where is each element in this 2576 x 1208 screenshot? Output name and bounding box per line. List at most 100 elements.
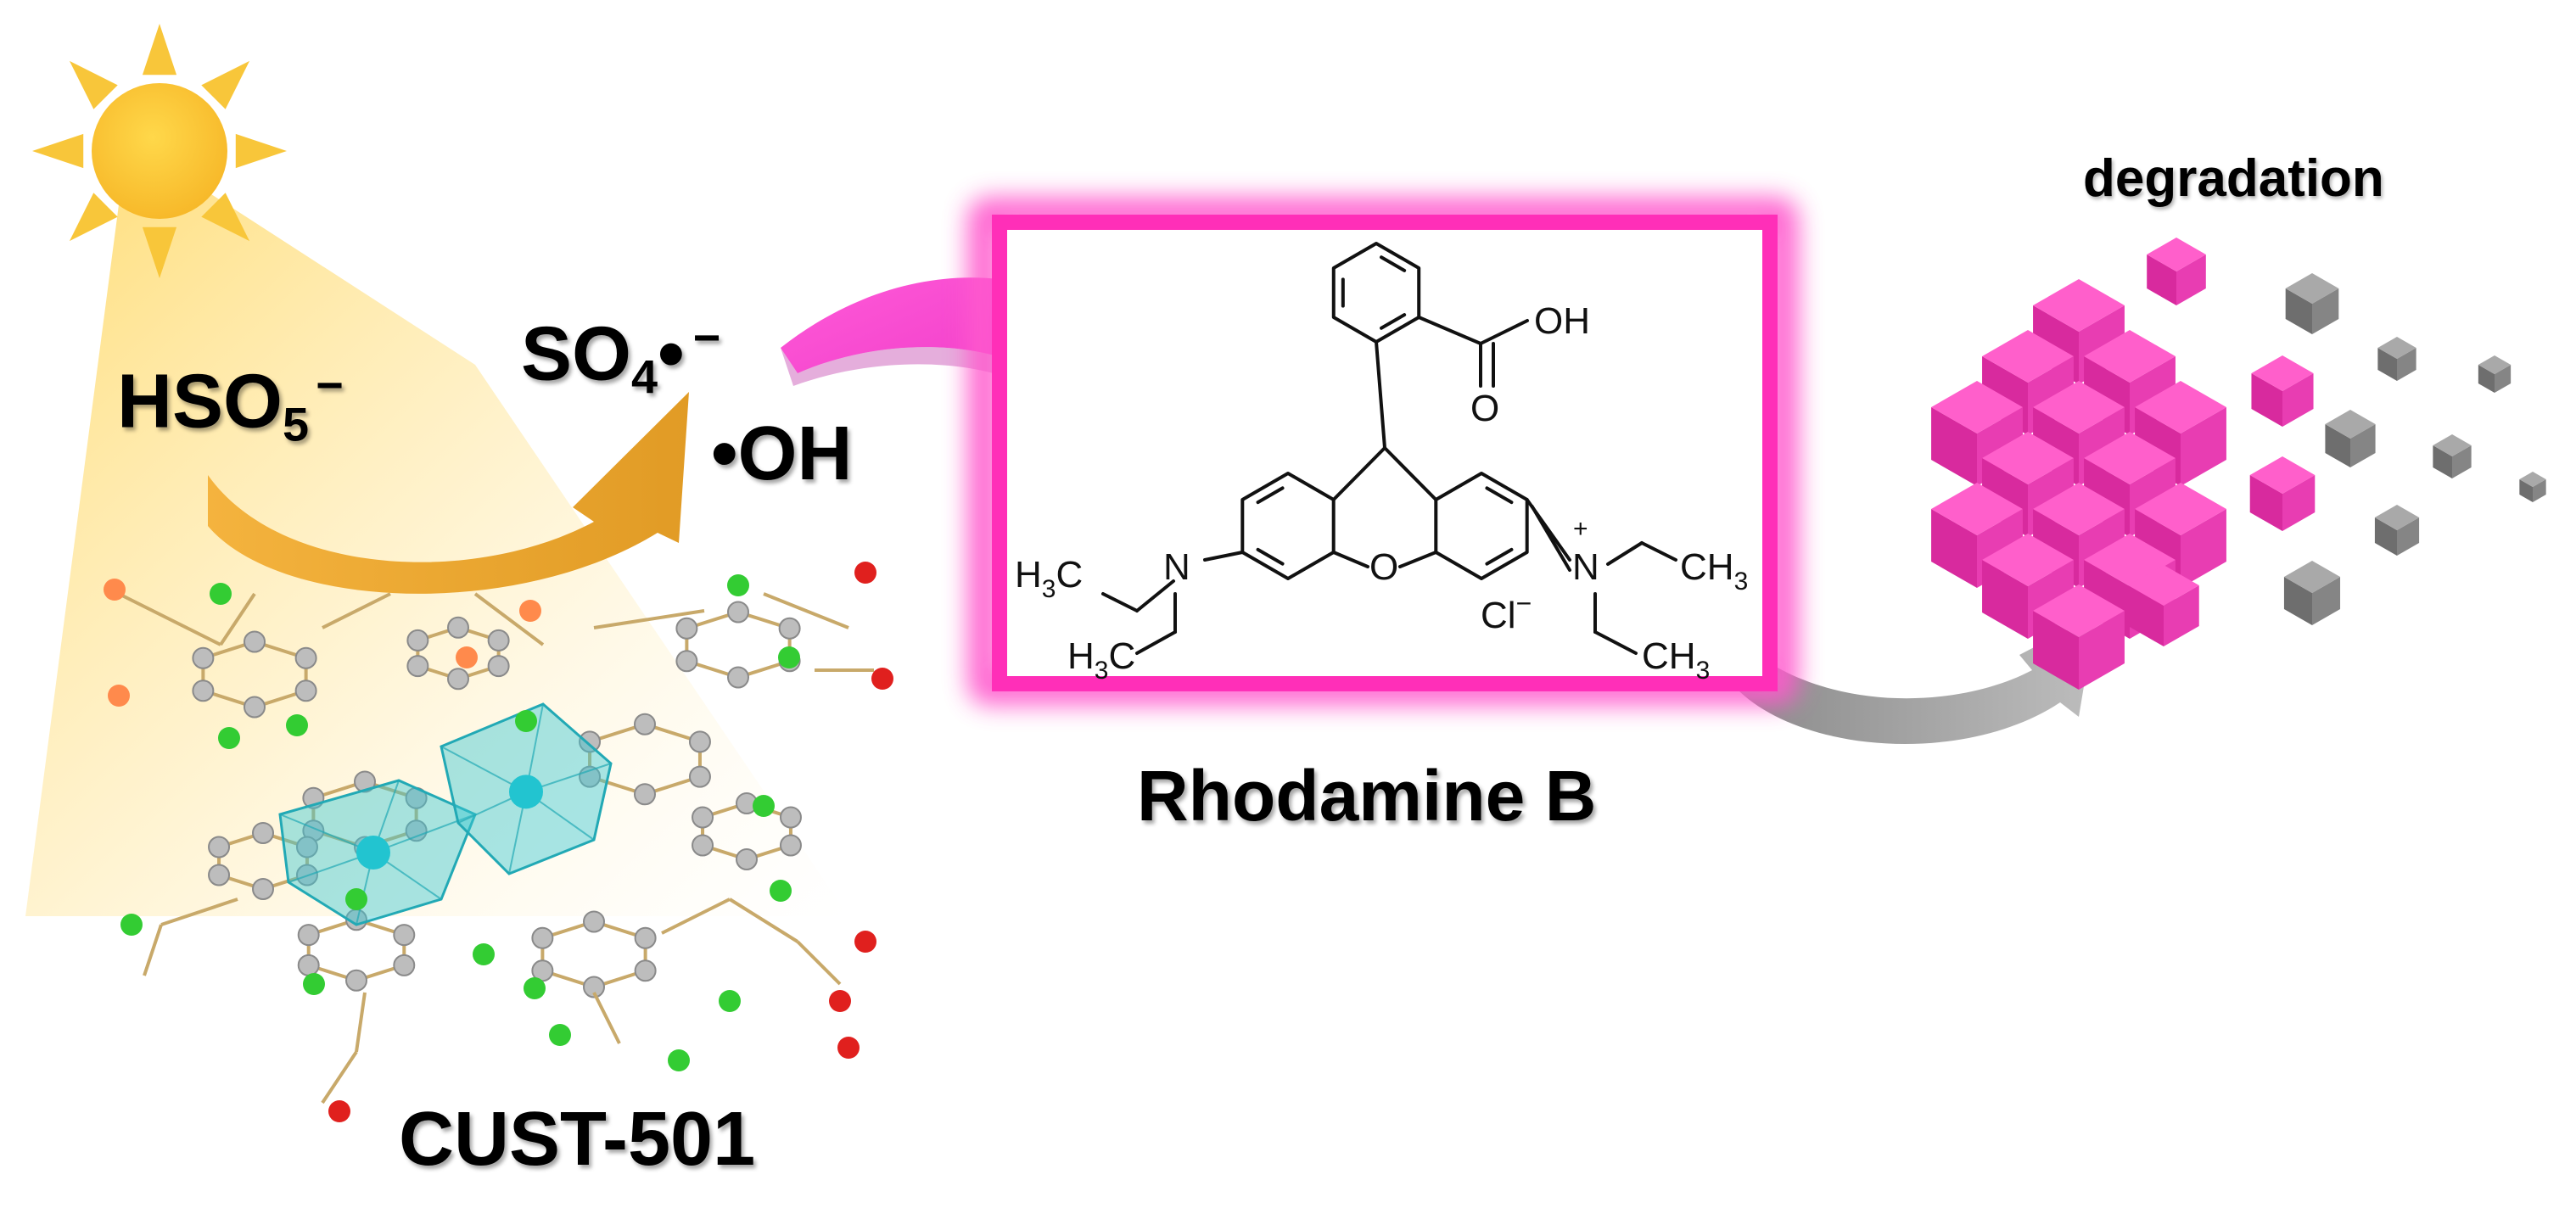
- sun-ray: [142, 24, 177, 76]
- carbon-atom: [579, 730, 602, 753]
- cube-icon: [2433, 434, 2472, 478]
- carbon-atom: [487, 629, 510, 652]
- carbon-atom: [778, 617, 801, 640]
- sun-icon: [32, 24, 287, 278]
- cube-icon: [2478, 355, 2512, 393]
- sun-ray: [201, 60, 250, 109]
- carbon-atom: [354, 770, 376, 793]
- carbon-atom: [634, 926, 657, 949]
- halogen-atom: [524, 977, 546, 999]
- carbon-atom: [208, 836, 231, 858]
- carbon-atom: [345, 969, 367, 992]
- carbon-atom: [583, 910, 605, 933]
- metal-center: [356, 836, 390, 870]
- carbon-atom: [675, 650, 698, 673]
- halogen-atom: [549, 1024, 571, 1046]
- carbon-atom: [393, 924, 416, 947]
- atom-label-iminium-n: N: [1572, 546, 1599, 588]
- carbon-atom: [252, 822, 274, 844]
- hydroxyl-radical-label: •OH: [711, 411, 853, 496]
- oxygen-atom: [328, 1100, 350, 1122]
- halogen-atom: [770, 880, 792, 902]
- atom-label-carbonyl-o: O: [1470, 388, 1499, 429]
- carbon-atom: [688, 730, 711, 753]
- carbon-atom: [692, 834, 714, 857]
- cube-icon: [2135, 483, 2226, 588]
- mof-structure-icon: [104, 562, 893, 1122]
- carbon-atom: [447, 668, 469, 691]
- halogen-atom: [210, 583, 232, 605]
- carbon-atom: [294, 680, 317, 702]
- halogen-atom: [345, 888, 367, 910]
- carbon-atom: [252, 878, 274, 900]
- sun-disc: [92, 83, 227, 219]
- cube-icon: [2251, 355, 2314, 427]
- catalyst-label: CUST-501: [399, 1097, 756, 1182]
- degradation-cubes: [1931, 238, 2546, 690]
- carbon-atom: [297, 954, 320, 976]
- carbon-atom: [192, 680, 215, 702]
- gold-arrow-icon: [208, 392, 689, 594]
- carbon-atom: [405, 819, 428, 842]
- carbon-atom: [688, 765, 711, 788]
- atom-label-ch3-a: H3C: [1015, 554, 1083, 603]
- gray-arrow-icon: [1731, 615, 2096, 744]
- cube-icon: [2033, 584, 2125, 690]
- halogen-atom: [668, 1049, 690, 1071]
- oxygen-atom: [108, 685, 130, 707]
- sun-ray: [142, 226, 177, 278]
- cube-icon: [1982, 330, 2074, 435]
- degradation-label: degradation: [2083, 149, 2384, 208]
- oxygen-atom: [456, 646, 478, 668]
- oxygen-atom: [871, 668, 893, 690]
- carbon-atom: [634, 959, 657, 982]
- cube-icon: [2519, 472, 2546, 502]
- halogen-atom: [286, 714, 308, 736]
- oxygen-atom: [854, 931, 876, 953]
- cube-icon: [2325, 410, 2376, 467]
- sulfate-radical-label: SO4•−: [521, 310, 721, 404]
- carbon-atom: [583, 976, 605, 998]
- carbon-atom: [727, 601, 749, 624]
- carbon-atom: [634, 713, 656, 735]
- atom-label-amine-n: N: [1163, 546, 1190, 588]
- oxygen-atom: [837, 1037, 860, 1059]
- cube-icon: [2377, 337, 2416, 381]
- atom-label-ring-o: O: [1369, 546, 1398, 588]
- cube-icon: [2249, 456, 2316, 531]
- carbon-atom: [692, 806, 714, 829]
- sun-ray: [201, 193, 250, 242]
- oxygen-atom: [519, 600, 541, 622]
- oxygen-atom: [829, 990, 851, 1012]
- halogen-atom: [473, 943, 495, 965]
- carbon-atom: [634, 783, 656, 806]
- sun-ray: [69, 60, 118, 109]
- carbon-atom: [727, 666, 749, 689]
- atom-label-ch3-d: CH3: [1642, 635, 1710, 685]
- atom-label-counterion: Cl−: [1481, 588, 1532, 636]
- carbon-atom: [244, 630, 266, 653]
- carbon-atom: [295, 836, 318, 858]
- halogen-atom: [753, 795, 775, 817]
- oxygen-atom: [104, 579, 126, 601]
- halogen-atom: [515, 710, 537, 732]
- carbon-atom: [531, 926, 554, 949]
- cube-icon: [2147, 238, 2206, 305]
- carbon-atom: [447, 616, 469, 639]
- oxygen-atom: [854, 562, 876, 584]
- carbon-atom: [675, 617, 698, 640]
- rhodamine-b-label: Rhodamine B: [1137, 756, 1597, 836]
- atom-label-ch3-c: CH3: [1680, 546, 1748, 596]
- atom-label-plus: +: [1573, 515, 1588, 543]
- sun-ray: [32, 133, 84, 169]
- halogen-atom: [218, 727, 240, 749]
- carbon-atom: [297, 924, 320, 947]
- carbon-atom: [779, 806, 802, 829]
- halogen-atom: [303, 973, 325, 995]
- carbon-atom: [736, 848, 758, 870]
- metal-center: [509, 775, 543, 809]
- carbon-atom: [406, 655, 429, 678]
- halogen-atom: [719, 990, 741, 1012]
